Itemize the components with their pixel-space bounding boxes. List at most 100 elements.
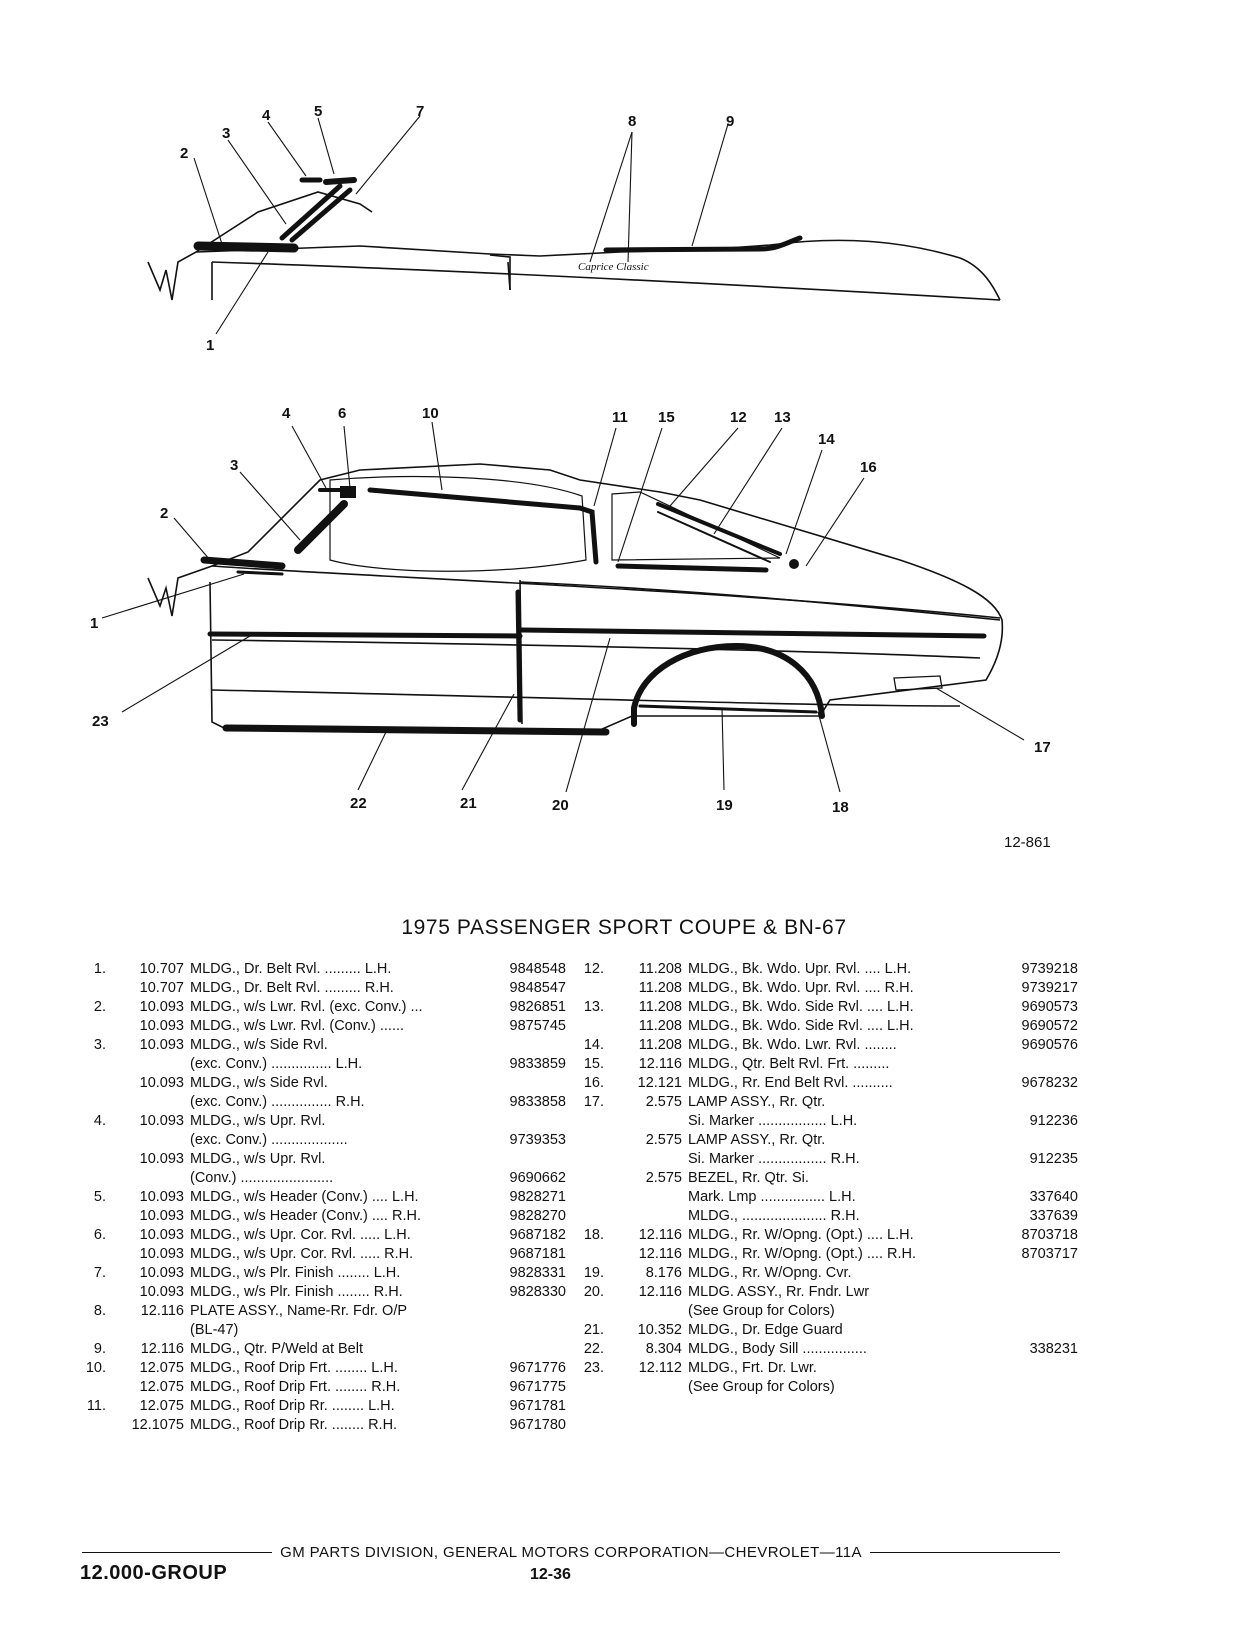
part-description: MLDG., w/s Upr. Cor. Rvl. ..... R.H. <box>190 1246 414 1262</box>
top-view-car <box>147 191 1001 301</box>
part-description: MLDG. ASSY., Rr. Fndr. Lwr <box>688 1284 870 1300</box>
group-code: 11.208 <box>638 980 682 996</box>
item-number: 21. <box>583 1322 604 1338</box>
parts-row: (exc. Conv.) ............... R.H.9833858 <box>78 1093 566 1112</box>
item-number: 19. <box>583 1265 604 1281</box>
part-description: MLDG., w/s Upr. Rvl. <box>190 1113 326 1129</box>
item-number: 22. <box>583 1341 604 1357</box>
side-view-leader-lines <box>101 421 1025 793</box>
item-number <box>78 1321 110 1340</box>
item-number: 16. <box>583 1075 604 1091</box>
part-description: BEZEL, Rr. Qtr. Si. <box>688 1170 809 1186</box>
group-code: 10.352 <box>637 1322 682 1338</box>
part-description: MLDG., Bk. Wdo. Side Rvl. .... L.H. <box>688 999 914 1015</box>
part-number: 8703717 <box>1021 1246 1078 1262</box>
part-number <box>988 1321 1078 1340</box>
footer-banner: GM PARTS DIVISION, GENERAL MOTORS CORPOR… <box>82 1544 1060 1561</box>
part-number: 9678232 <box>1021 1075 1078 1091</box>
part-number: 9875745 <box>509 1018 566 1034</box>
part-number <box>988 1302 1078 1321</box>
item-number <box>576 979 608 998</box>
part-description: MLDG., Rr. W/Opng. (Opt.) .... L.H. <box>688 1227 914 1243</box>
part-description: Si. Marker ................. R.H. <box>688 1151 860 1167</box>
group-code: 10.093 <box>139 1113 184 1129</box>
side-view-moldings <box>200 486 987 736</box>
item-number <box>78 1283 110 1302</box>
body-moldings-diagram: Caprice Classic 1 2 3 4 5 7 8 9 <box>90 103 1051 816</box>
part-description: PLATE ASSY., Name-Rr. Fdr. O/P <box>190 1303 408 1319</box>
parts-row: Mark. Lmp ................ L.H.337640 <box>576 1188 1078 1207</box>
part-number <box>988 1131 1078 1150</box>
footer-rule-right <box>869 1552 1060 1553</box>
item-number <box>576 1378 608 1397</box>
part-number: 9848547 <box>509 980 566 996</box>
callout-12: 12 <box>730 409 747 426</box>
callout-4: 4 <box>262 107 271 124</box>
parts-row: (BL-47) <box>78 1321 566 1340</box>
part-description: MLDG., w/s Header (Conv.) .... R.H. <box>190 1208 421 1224</box>
item-number <box>576 1207 608 1226</box>
callout-10: 10 <box>422 405 439 422</box>
item-number: 10. <box>85 1360 106 1376</box>
item-number: 23. <box>583 1360 604 1376</box>
part-number: 9828331 <box>509 1265 566 1281</box>
callout-3: 3 <box>222 125 230 142</box>
part-description: MLDG., Roof Drip Rr. ........ L.H. <box>190 1398 395 1414</box>
item-number <box>78 1055 110 1074</box>
group-code: 11.208 <box>638 961 682 977</box>
group-code <box>110 1321 190 1340</box>
part-description: MLDG., Body Sill ................ <box>688 1341 867 1357</box>
parts-row: Si. Marker ................. R.H.912235 <box>576 1150 1078 1169</box>
callout-5: 5 <box>314 103 322 120</box>
part-number <box>470 1074 566 1093</box>
callout-3: 3 <box>230 457 238 474</box>
group-code: 10.093 <box>139 1246 184 1262</box>
part-description: MLDG., Frt. Dr. Lwr. <box>688 1360 817 1376</box>
script-nameplate: Caprice Classic <box>578 261 649 273</box>
part-description: MLDG., w/s Side Rvl. <box>190 1037 328 1053</box>
item-number: 5. <box>93 1189 106 1205</box>
group-code: 10.093 <box>139 1265 184 1281</box>
group-code: 12.116 <box>638 1284 682 1300</box>
item-number: 20. <box>583 1284 604 1300</box>
parts-row: (exc. Conv.) ............... L.H.9833859 <box>78 1055 566 1074</box>
parts-row: 20. 12.116 MLDG. ASSY., Rr. Fndr. Lwr <box>576 1283 1078 1302</box>
item-number: 18. <box>583 1227 604 1243</box>
part-description: (exc. Conv.) ............... R.H. <box>190 1094 365 1110</box>
part-description: (BL-47) <box>190 1322 239 1338</box>
part-number: 9739217 <box>1021 980 1078 996</box>
part-description: MLDG., w/s Upr. Cor. Rvl. ..... L.H. <box>190 1227 411 1243</box>
part-number: 9671776 <box>509 1360 566 1376</box>
item-number <box>78 1378 110 1397</box>
group-code: 12.121 <box>637 1075 682 1091</box>
part-description: MLDG., Dr. Belt Rvl. ......... R.H. <box>190 980 394 996</box>
item-number: 1. <box>93 961 106 977</box>
part-number <box>988 1264 1078 1283</box>
callout-2: 2 <box>160 505 168 522</box>
page-title: 1975 PASSENGER SPORT COUPE & BN-67 <box>401 916 847 939</box>
part-number <box>988 1378 1078 1397</box>
part-description: MLDG., Roof Drip Frt. ........ L.H. <box>190 1360 398 1376</box>
item-number: 14. <box>583 1037 604 1053</box>
item-number <box>576 1150 608 1169</box>
group-code <box>110 1169 190 1188</box>
callout-1: 1 <box>90 615 98 632</box>
